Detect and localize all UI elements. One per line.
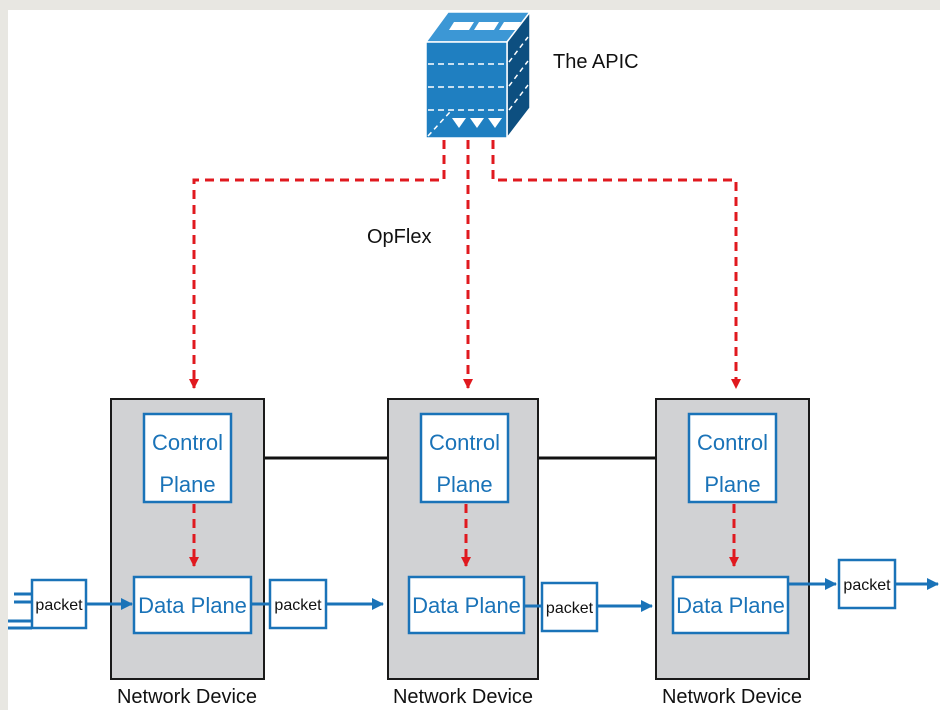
data-plane-label: Data Plane: [412, 593, 521, 618]
control-plane-label-line2: Plane: [159, 472, 215, 497]
control-plane-label-line1: Control: [697, 430, 768, 455]
network-device-label-2: Network Device: [393, 686, 533, 708]
control-plane-label-line2: Plane: [436, 472, 492, 497]
data-plane-box: [671, 575, 790, 635]
control-plane-box: [419, 412, 510, 504]
packet-label: packet: [843, 577, 891, 594]
network-device-3: Control Plane Data Plane: [655, 398, 810, 680]
opflex-label: OpFlex: [367, 226, 431, 248]
packet-1: packet: [30, 578, 88, 630]
packet-3: packet: [540, 581, 599, 633]
data-plane-label: Data Plane: [676, 593, 785, 618]
control-plane-box: [687, 412, 778, 504]
packet-label: packet: [274, 597, 322, 614]
packet-4: packet: [837, 558, 897, 610]
control-plane-label-line2: Plane: [704, 472, 760, 497]
network-device-2: Control Plane Data Plane: [387, 398, 539, 680]
opflex-line-right: [491, 140, 741, 389]
control-plane-label-line1: Control: [152, 430, 223, 455]
opflex-line-left: [189, 140, 446, 389]
packet-label: packet: [35, 597, 83, 614]
data-plane-box: [407, 575, 526, 635]
apic-label: The APIC: [553, 51, 639, 73]
packet-2: packet: [268, 578, 328, 630]
network-device-1: Control Plane Data Plane: [110, 398, 265, 680]
control-plane-box: [142, 412, 233, 504]
opflex-connection-lines: [189, 140, 741, 389]
network-device-label-3: Network Device: [662, 686, 802, 708]
packet-flow-lines: [8, 578, 939, 630]
control-plane-label-line1: Control: [429, 430, 500, 455]
data-plane-label: Data Plane: [138, 593, 247, 618]
packet-label: packet: [546, 600, 594, 617]
data-plane-box: [132, 575, 253, 635]
apic-controller-icon: [424, 9, 532, 141]
network-device-label-1: Network Device: [117, 686, 257, 708]
